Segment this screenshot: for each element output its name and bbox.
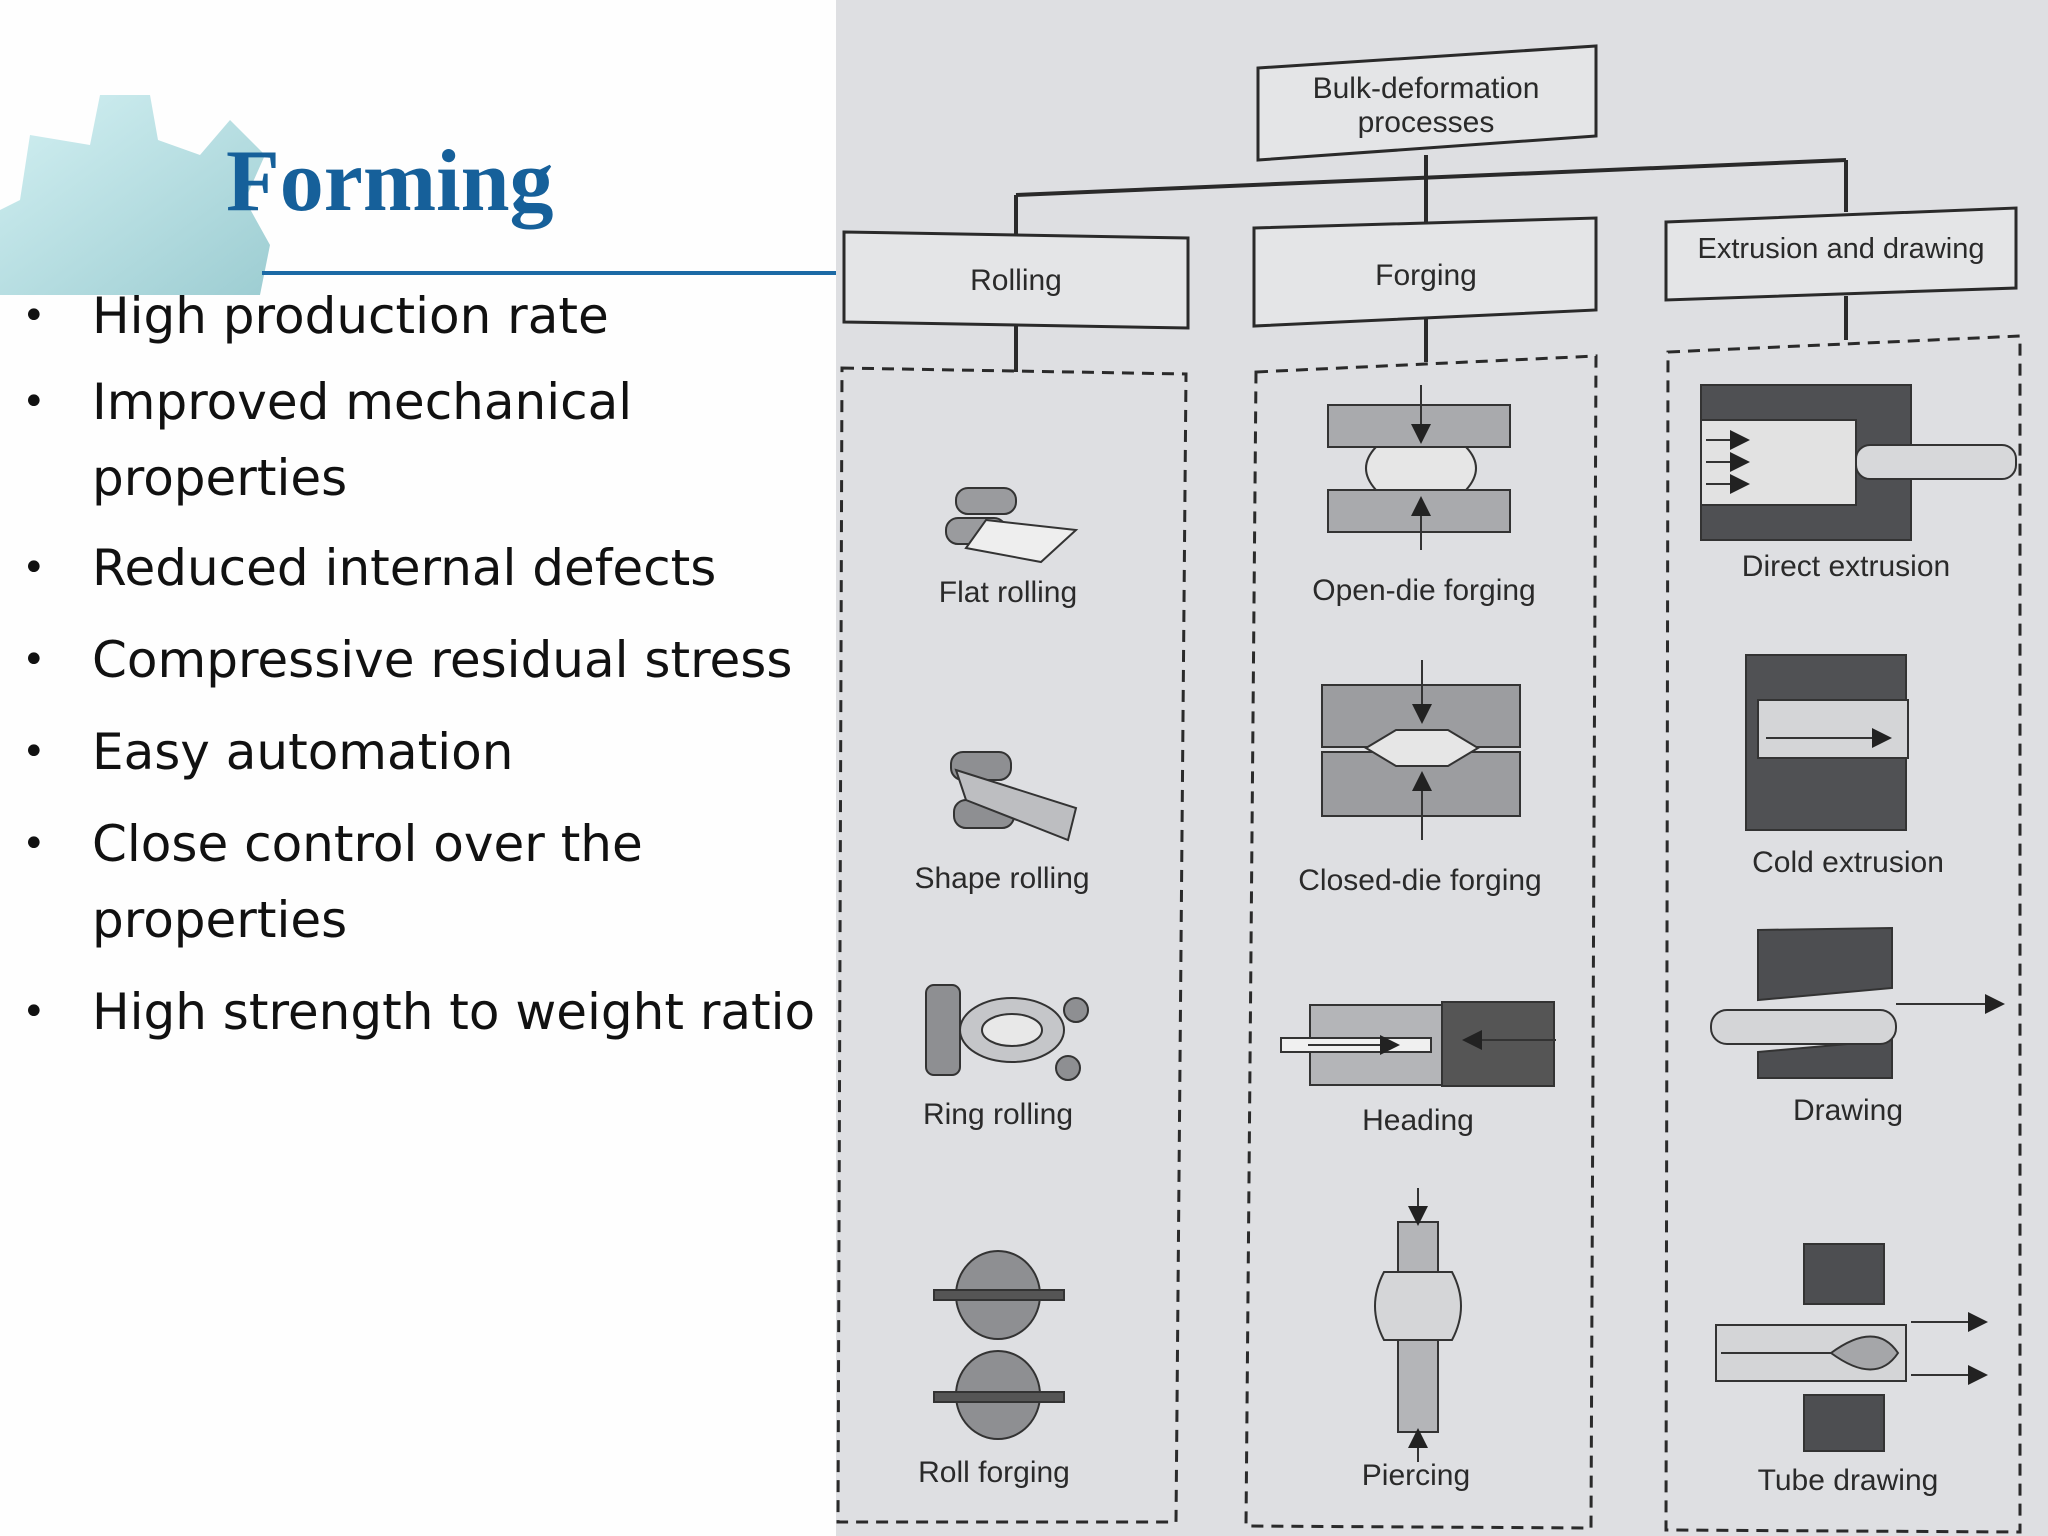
direct-extrusion-illustration xyxy=(1700,384,2017,541)
bullet-dot-icon: • xyxy=(22,729,46,775)
process-label: Roll forging xyxy=(918,1456,1070,1489)
bullet-list: • High production rate • Improved mechan… xyxy=(0,278,836,1074)
bullet-item: • Improved mechanical properties xyxy=(0,364,836,516)
roll-forging-illustration xyxy=(933,1250,1065,1440)
category-extrusion-drawing: Extrusion and drawing xyxy=(1664,206,2018,302)
piercing-illustration xyxy=(1374,1188,1462,1462)
title-underline xyxy=(262,271,838,275)
cold-extrusion-illustration xyxy=(1745,654,1909,831)
category-label: Extrusion and drawing xyxy=(1698,233,1985,265)
closed-die-forging-illustration xyxy=(1321,660,1521,840)
slide-title: Forming xyxy=(226,133,554,230)
process-label: Cold extrusion xyxy=(1752,846,1944,879)
process-label: Open-die forging xyxy=(1312,574,1535,607)
dashed-groups xyxy=(836,334,2022,1534)
category-forging: Forging xyxy=(1252,216,1598,328)
process-label: Ring rolling xyxy=(923,1098,1073,1131)
drawing-illustration xyxy=(1710,926,2005,1079)
bullet-dot-icon: • xyxy=(22,989,46,1035)
process-label: Piercing xyxy=(1362,1459,1470,1492)
process-label: Drawing xyxy=(1793,1094,1903,1127)
bullet-dot-icon: • xyxy=(22,379,46,425)
bullet-item: • Reduced internal defects xyxy=(0,530,836,606)
category-rolling: Rolling xyxy=(842,230,1190,330)
process-label: Direct extrusion xyxy=(1742,550,1950,583)
open-die-forging-illustration xyxy=(1327,385,1511,550)
process-label: Shape rolling xyxy=(914,862,1089,895)
tube-drawing-illustration xyxy=(1715,1243,1988,1452)
bullet-dot-icon: • xyxy=(22,545,46,591)
bullet-dot-icon: • xyxy=(22,637,46,683)
bullet-dot-icon: • xyxy=(22,293,46,339)
heading-illustration xyxy=(1280,1001,1556,1087)
process-label: Closed-die forging xyxy=(1298,864,1541,897)
category-label: Forging xyxy=(1375,259,1477,292)
gear-icon xyxy=(0,95,270,295)
category-label: Rolling xyxy=(970,264,1062,297)
process-label: Tube drawing xyxy=(1758,1464,1939,1497)
bullet-item: • Close control over the properties xyxy=(0,806,836,958)
ring-rolling-illustration xyxy=(925,984,1089,1081)
bullet-item: • Compressive residual stress xyxy=(0,622,836,698)
bullet-item: • High production rate xyxy=(0,278,836,354)
shape-rolling-illustration xyxy=(950,751,1078,842)
process-label: Heading xyxy=(1362,1104,1474,1137)
slide-text-panel: Forming • High production rate • Improve… xyxy=(0,0,838,1536)
process-label: Flat rolling xyxy=(939,576,1077,609)
tree-connectors xyxy=(1014,155,1848,372)
bullet-item: • High strength to weight ratio xyxy=(0,974,836,1050)
bullet-item: • Easy automation xyxy=(0,714,836,790)
flat-rolling-illustration xyxy=(945,487,1079,564)
bullet-dot-icon: • xyxy=(22,821,46,867)
